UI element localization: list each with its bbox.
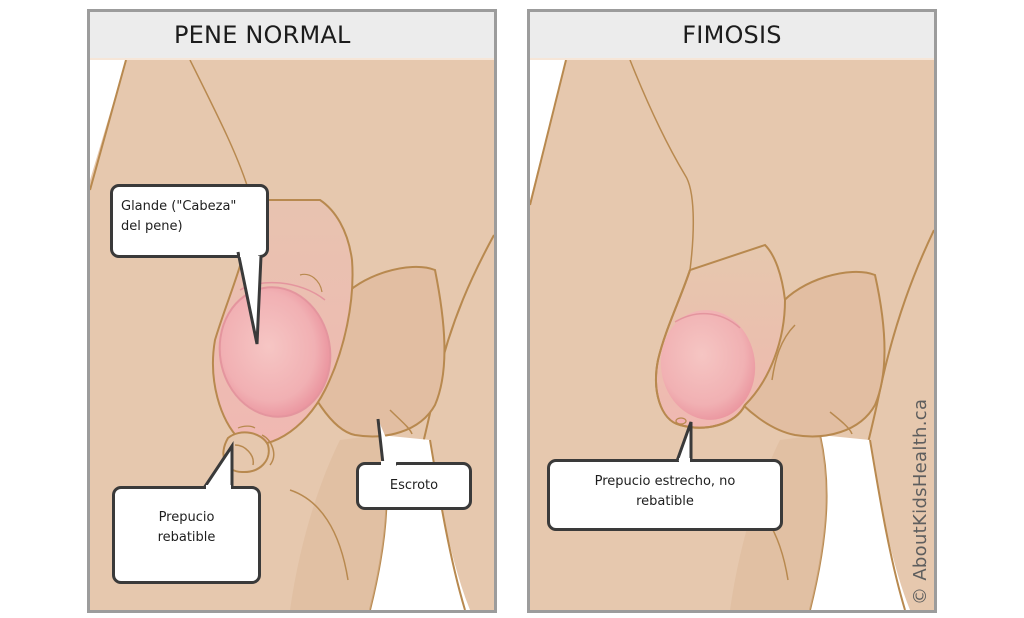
callout-scrotum-pointer xyxy=(376,418,397,467)
callout-foreskin-pointer xyxy=(202,441,234,491)
callout-tight-foreskin: Prepucio estrecho, no rebatible xyxy=(547,459,783,531)
callout-retractable-foreskin-text: Prepucio rebatible xyxy=(157,510,216,545)
callout-retractable-foreskin: Prepucio rebatible xyxy=(112,486,261,584)
callout-scrotum-text: Escroto xyxy=(389,478,439,493)
panel-title-phimosis: FIMOSIS xyxy=(530,12,934,60)
panel-title-normal: PENE NORMAL xyxy=(90,12,494,60)
callout-glans-pointer xyxy=(236,251,263,345)
panel-phimosis: FIMOSIS xyxy=(527,9,937,613)
callout-tight-foreskin-text: Prepucio estrecho, no rebatible xyxy=(594,474,736,509)
callout-glans-text: Glande ("Cabeza" del pene) xyxy=(121,199,237,234)
callout-tight-foreskin-pointer xyxy=(675,421,693,464)
copyright-watermark: © AboutKidsHealth.ca xyxy=(910,398,931,605)
callout-glans: Glande ("Cabeza" del pene) xyxy=(110,184,269,258)
panel-normal: PENE NORMAL xyxy=(87,9,497,613)
callout-scrotum: Escroto xyxy=(356,462,472,510)
